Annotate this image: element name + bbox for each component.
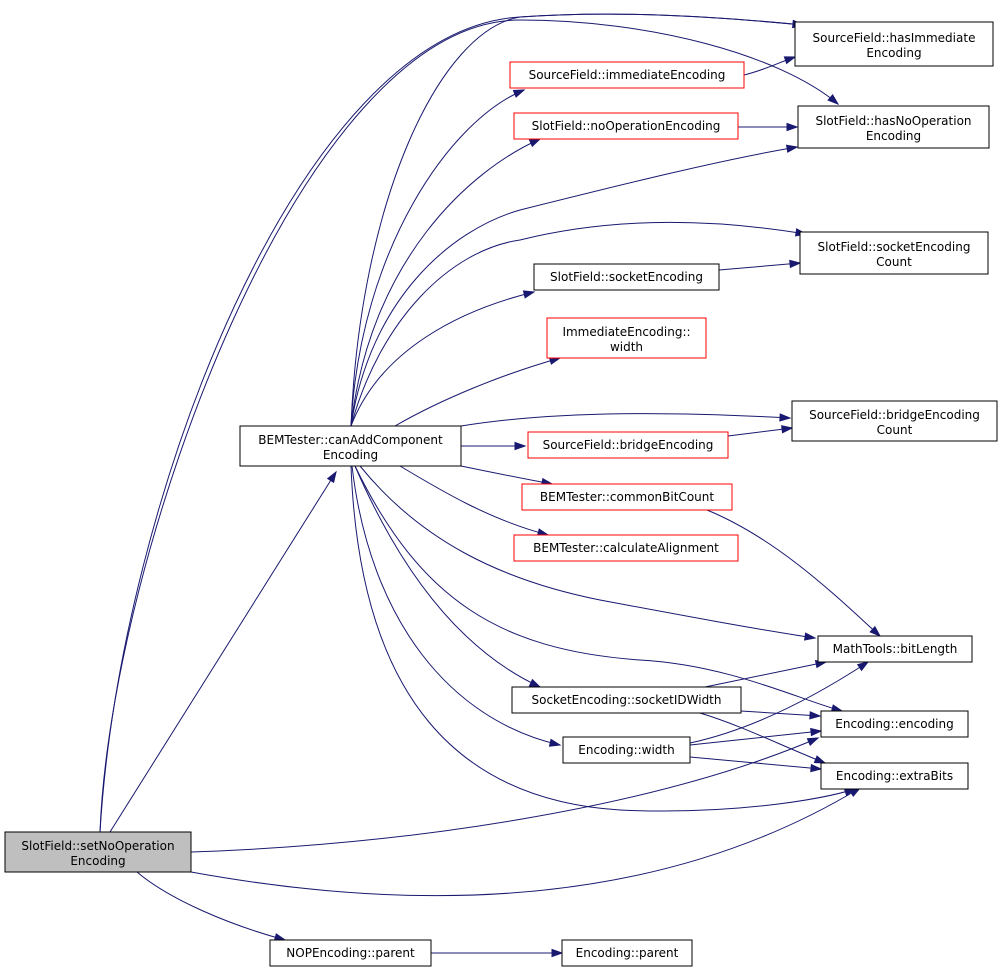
node-label: SlotField::setNoOperation xyxy=(21,839,174,853)
node-label: Encoding::width xyxy=(578,743,674,757)
node-commonBit[interactable]: BEMTester::commonBitCount xyxy=(521,483,733,511)
edge-canAdd-to-slotNoOp xyxy=(350,138,542,427)
node-immWidth[interactable]: ImmediateEncoding::width xyxy=(546,317,707,359)
node-label: SourceField::hasImmediate xyxy=(813,31,976,45)
node-label: BEMTester::canAddComponent xyxy=(258,433,443,447)
node-label: Encoding::encoding xyxy=(835,717,954,731)
edge-setNoOp-to-hasNoOp xyxy=(99,19,840,833)
edge-canAdd-to-encWidth xyxy=(351,465,562,747)
node-label: BEMTester::calculateAlignment xyxy=(533,541,719,555)
edge-nopParent-to-encParent xyxy=(431,948,564,958)
node-encParent[interactable]: Encoding::parent xyxy=(561,939,693,967)
edge-setNoOp-to-extraBits xyxy=(190,787,862,897)
edge-encWidth-to-encEnc xyxy=(689,727,823,746)
node-srcImm[interactable]: SourceField::immediateEncoding xyxy=(509,61,745,89)
edge-canAdd-to-hasNoOp xyxy=(350,144,799,427)
edge-commonBit-to-bitLength xyxy=(706,509,882,638)
node-label: BEMTester::commonBitCount xyxy=(540,490,714,504)
node-label: Count xyxy=(876,255,912,269)
node-sockEnc[interactable]: SlotField::socketEncoding xyxy=(533,263,720,291)
node-label: Encoding xyxy=(866,46,921,60)
node-label: SourceField::immediateEncoding xyxy=(529,68,726,82)
node-slotNoOp[interactable]: SlotField::noOperationEncoding xyxy=(513,112,739,140)
node-calcAlign[interactable]: BEMTester::calculateAlignment xyxy=(513,534,739,562)
node-label: SlotField::socketEncoding xyxy=(818,240,971,254)
node-extraBits[interactable]: Encoding::extraBits xyxy=(820,762,969,790)
edge-setNoOp-to-nopParent xyxy=(136,871,287,942)
node-label: Encoding xyxy=(323,448,378,462)
edge-srcImm-to-hasImm xyxy=(743,56,797,76)
node-label: Encoding::extraBits xyxy=(836,769,953,783)
edge-canAdd-to-bridgeEnc xyxy=(461,441,527,451)
node-label: SourceField::bridgeEncoding xyxy=(543,438,714,452)
edge-canAdd-to-sockIDW xyxy=(354,465,542,688)
node-label: Count xyxy=(877,423,913,437)
edge-slotNoOp-to-hasNoOp xyxy=(738,122,799,132)
node-label: SlotField::noOperationEncoding xyxy=(532,119,721,133)
node-label: Encoding::parent xyxy=(576,946,679,960)
edge-canAdd-to-srcImm xyxy=(350,89,526,427)
node-label: MathTools::bitLength xyxy=(833,642,958,656)
node-label: SocketEncoding::socketIDWidth xyxy=(532,693,722,707)
edge-sockIDW-to-encEnc xyxy=(740,710,822,720)
node-encWidth[interactable]: Encoding::width xyxy=(562,736,691,764)
node-label: NOPEncoding::parent xyxy=(286,946,415,960)
edge-encWidth-to-bitLength xyxy=(689,661,870,744)
node-label: width xyxy=(610,340,643,354)
node-nopParent[interactable]: NOPEncoding::parent xyxy=(269,939,432,967)
node-label: SourceField::bridgeEncoding xyxy=(809,408,980,422)
node-label: ImmediateEncoding:: xyxy=(562,325,690,339)
node-label: SlotField::hasNoOperation xyxy=(815,114,971,128)
node-sockIDW[interactable]: SocketEncoding::socketIDWidth xyxy=(511,686,742,714)
node-label: Encoding xyxy=(866,129,921,143)
edge-canAdd-to-sockEnc xyxy=(350,290,536,427)
edge-canAdd-to-immWidth xyxy=(394,356,562,427)
edge-sockEnc-to-sockCount xyxy=(718,259,802,271)
edge-encWidth-to-extraBits xyxy=(689,756,823,773)
node-encEnc[interactable]: Encoding::encoding xyxy=(820,710,969,738)
edge-bridgeEnc-to-bridgeCount xyxy=(727,425,794,437)
node-label: Encoding xyxy=(70,854,125,868)
edge-setNoOp-to-canAdd xyxy=(109,470,337,833)
node-label: SlotField::socketEncoding xyxy=(550,270,703,284)
edge-sockIDW-to-bitLength xyxy=(704,660,828,688)
node-bitLength[interactable]: MathTools::bitLength xyxy=(817,635,973,663)
edge-setNoOp-to-encEnc xyxy=(190,737,820,853)
edge-sockIDW-to-extraBits xyxy=(699,712,827,764)
edge-canAdd-to-bitLength xyxy=(359,465,817,641)
node-bridgeEnc[interactable]: SourceField::bridgeEncoding xyxy=(527,431,729,459)
edge-canAdd-to-bridgeCount xyxy=(460,413,792,427)
edge-canAdd-to-commonBit xyxy=(460,465,554,487)
